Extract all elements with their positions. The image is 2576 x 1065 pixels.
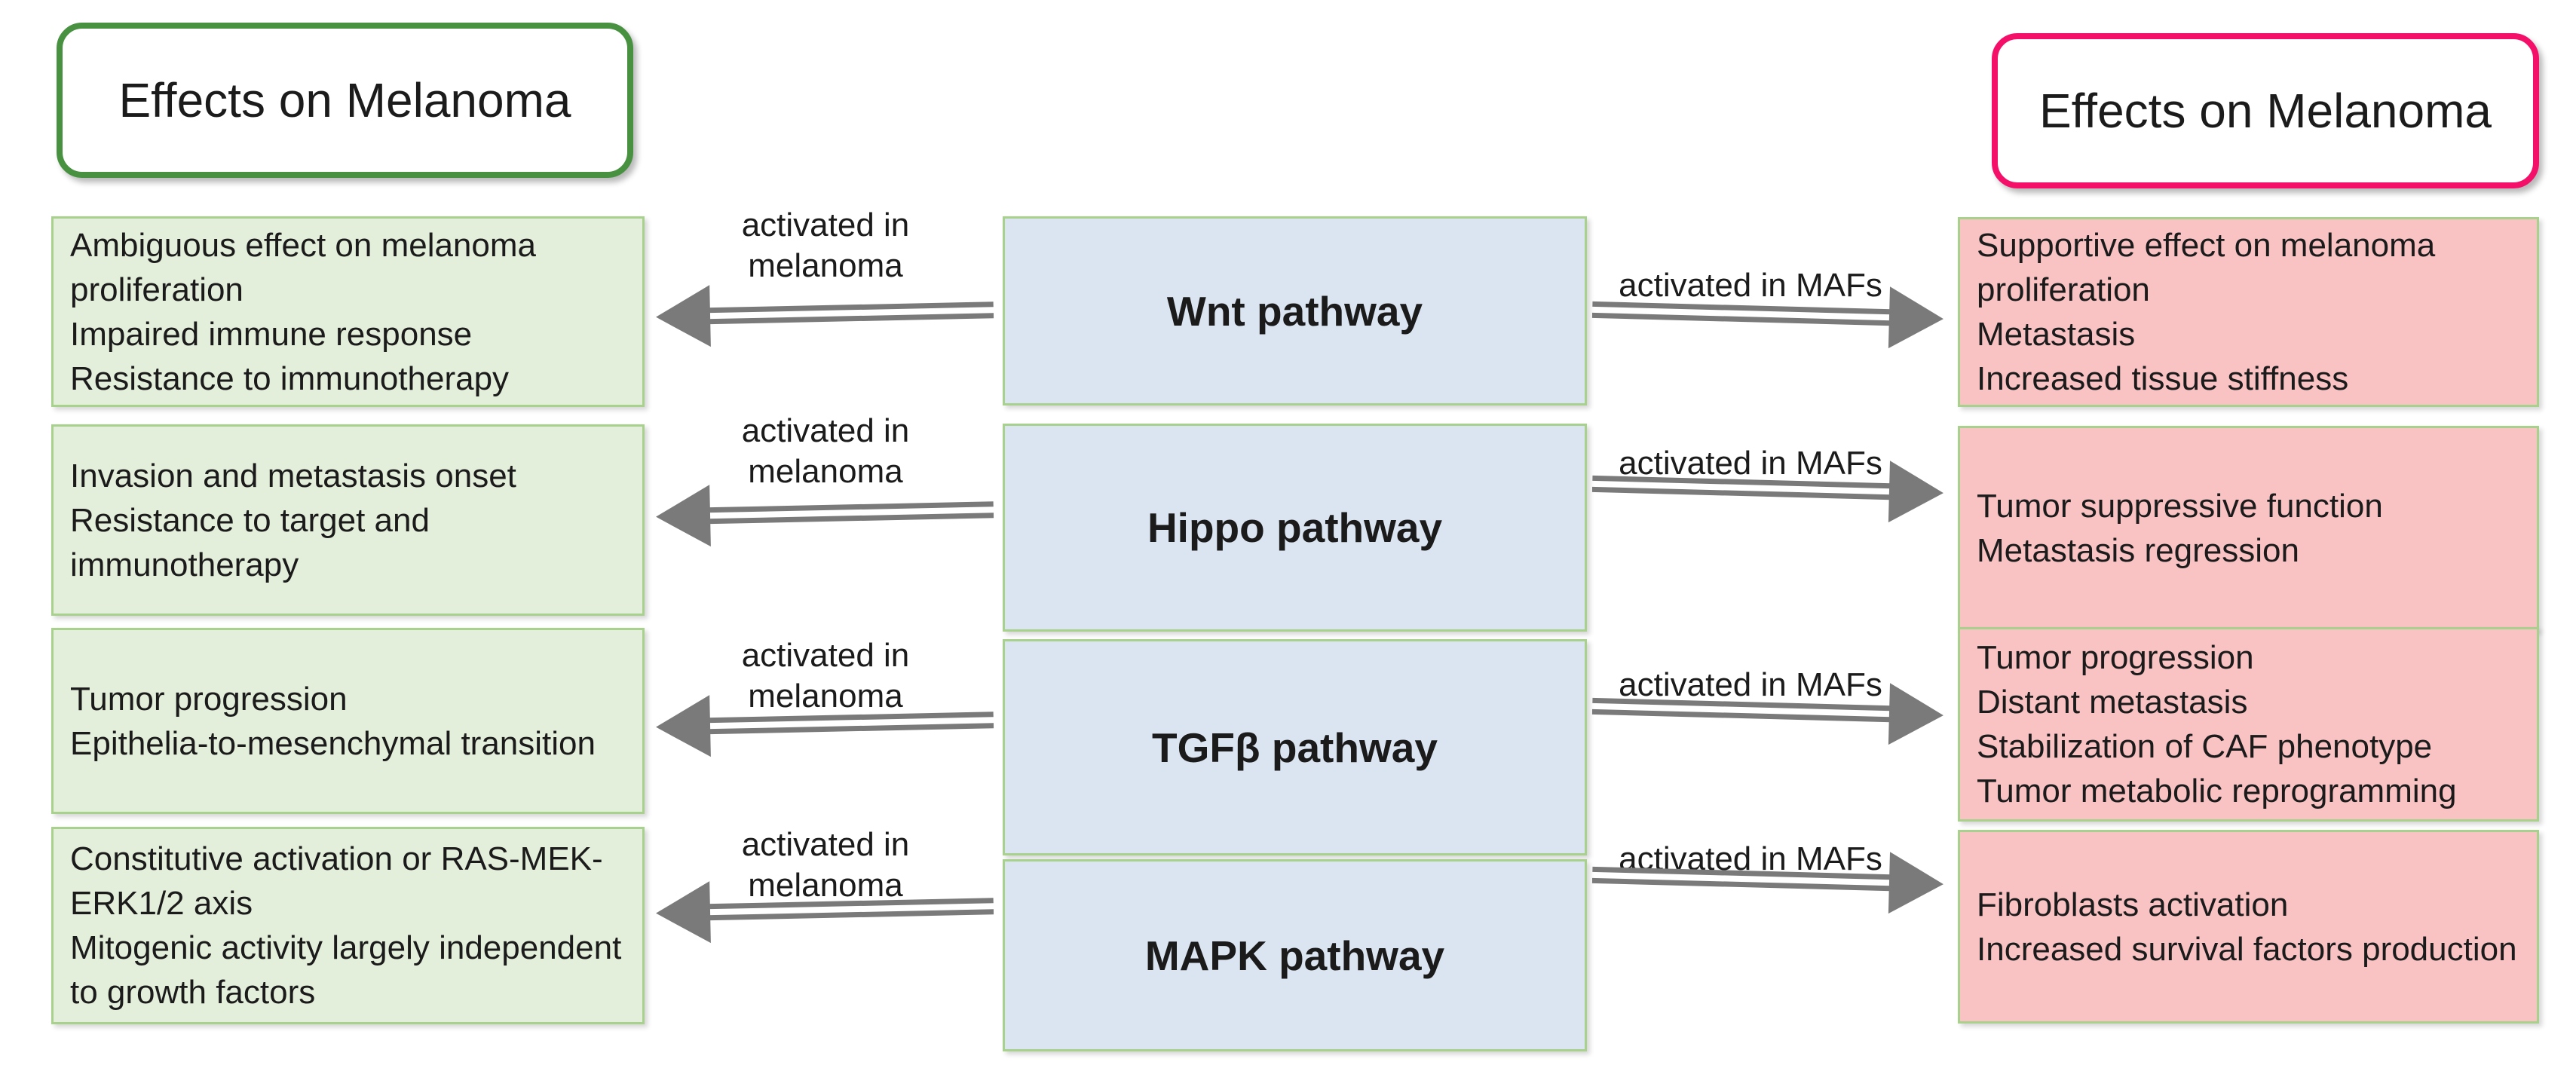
right-arrow-icon bbox=[1591, 852, 1943, 914]
effect-line: Ambiguous effect on melanoma proliferati… bbox=[70, 226, 536, 308]
melanoma-effects-box: Ambiguous effect on melanoma proliferati… bbox=[51, 216, 645, 407]
effect-line: Fibroblasts activation bbox=[1977, 886, 2289, 923]
effect-line: Increased survival factors production bbox=[1977, 930, 2517, 968]
effect-line: Distant metastasis bbox=[1977, 684, 2248, 721]
effect-line: Tumor suppressive function bbox=[1977, 488, 2383, 525]
effect-line: Increased tissue stiffness bbox=[1977, 360, 2349, 397]
right-arrow-label: activated in MAFs bbox=[1619, 445, 1882, 482]
effect-line: Mitogenic activity largely independent t… bbox=[70, 929, 622, 1011]
left-title-text: Effects on Melanoma bbox=[118, 73, 571, 127]
left-arrow-label: activated in melanoma bbox=[741, 637, 910, 715]
effect-line: Constitutive activation or RAS-MEK-ERK1/… bbox=[70, 840, 603, 922]
effect-line: Epithelia-to-mesenchymal transition bbox=[70, 724, 596, 762]
right-arrow-label: activated in MAFs bbox=[1619, 666, 1882, 703]
effect-line: Resistance to immunotherapy bbox=[70, 360, 510, 397]
left-arrow-icon bbox=[656, 881, 994, 944]
pathway-label: Wnt pathway bbox=[1166, 287, 1423, 335]
right-arrow-icon bbox=[1591, 461, 1943, 523]
melanoma-effects-box: Constitutive activation or RAS-MEK-ERK1/… bbox=[51, 827, 645, 1024]
effect-line: Tumor progression bbox=[70, 680, 348, 718]
left-arrow-icon bbox=[656, 695, 994, 757]
left-arrow-label: activated in melanoma bbox=[741, 826, 910, 904]
effect-line: Tumor progression bbox=[1977, 639, 2254, 676]
effect-line: Metastasis bbox=[1977, 316, 2136, 353]
effect-line: Supportive effect on melanoma proliferat… bbox=[1977, 227, 2436, 308]
pathway-label: Hippo pathway bbox=[1147, 504, 1443, 551]
left-effects-title-box: Effects on Melanoma bbox=[57, 23, 633, 178]
right-arrow-icon bbox=[1591, 683, 1943, 745]
right-arrow-label: activated in MAFs bbox=[1619, 267, 1882, 304]
effect-line: Metastasis regression bbox=[1977, 532, 2299, 569]
pathway-box: Hippo pathway bbox=[1003, 424, 1587, 632]
right-effects-title-box: Effects on Melanoma bbox=[1992, 33, 2539, 188]
effect-line: Stabilization of CAF phenotype bbox=[1977, 728, 2433, 765]
left-arrow-label: activated in melanoma bbox=[741, 207, 910, 284]
pathway-box: Wnt pathway bbox=[1003, 216, 1587, 405]
maf-effects-box: Supportive effect on melanoma proliferat… bbox=[1958, 217, 2539, 407]
pathway-label: MAPK pathway bbox=[1144, 932, 1445, 979]
pathway-box: TGFβ pathway bbox=[1003, 639, 1587, 855]
effect-line: Invasion and metastasis onset bbox=[70, 457, 516, 494]
right-title-text: Effects on Melanoma bbox=[2038, 84, 2492, 138]
pathway-box: MAPK pathway bbox=[1003, 859, 1587, 1051]
left-arrow-label: activated in melanoma bbox=[741, 412, 910, 490]
left-arrow-icon bbox=[656, 285, 994, 347]
left-arrow-icon bbox=[656, 485, 994, 547]
pathway-label: TGFβ pathway bbox=[1152, 724, 1438, 771]
effect-line: Resistance to target and immunotherapy bbox=[70, 501, 430, 583]
effect-line: Impaired immune response bbox=[70, 315, 473, 353]
effect-line: Tumor metabolic reprogramming bbox=[1977, 773, 2457, 809]
right-arrow-icon bbox=[1591, 286, 1943, 349]
